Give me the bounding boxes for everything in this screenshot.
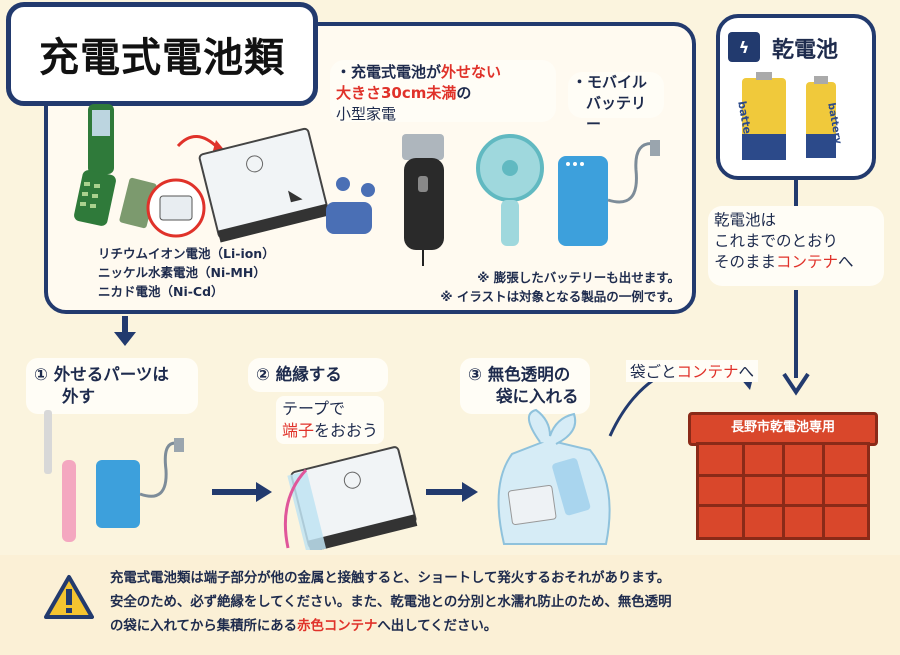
bagged-battery-icon	[507, 484, 557, 525]
battery-pack-icon	[198, 127, 330, 243]
top-illustrations	[74, 104, 660, 266]
dry-note-line2: これまでのとおり	[714, 232, 839, 250]
bagged-mobile-battery-icon	[552, 458, 591, 516]
battery-type-li-ion: リチウムイオン電池（Li-ion）	[98, 246, 275, 261]
d-cell-battery-icon	[742, 72, 786, 160]
step-2-illustration	[283, 446, 418, 550]
mobile-battery-line2: バッテリー	[586, 94, 647, 133]
bag-to-container-note: 袋ごとコンテナへ	[626, 360, 759, 382]
desc-line1-b: 外せない	[441, 63, 502, 81]
desc-line2-a: 大きさ30cm未満	[336, 84, 457, 102]
step1-mobile-battery-icon	[96, 460, 140, 528]
mobile-battery-line1: ・モバイル	[572, 73, 648, 91]
dry-battery-note: 乾電池は これまでのとおり そのままコンテナへ	[708, 206, 884, 286]
battery-type-list: リチウムイオン電池（Li-ion） ニッケル水素電池（Ni-MH） ニカド電池（…	[98, 244, 275, 301]
desc-line3: 小型家電	[336, 105, 397, 123]
battery-type-ni-cd: ニカド電池（Ni-Cd）	[98, 284, 224, 299]
shaver-icon	[402, 134, 444, 266]
step-2-sub: テープで 端子をおおう	[276, 396, 385, 444]
step-2-label: ② 絶縁する	[248, 358, 388, 392]
earphones-icon	[326, 177, 375, 234]
phone-back-icon	[119, 177, 157, 229]
bullet: ・	[336, 63, 352, 81]
page-title: 充電式電池類	[6, 2, 318, 106]
step-1-label: ① 外せるパーツは 外す	[26, 358, 198, 414]
small-battery-icon	[159, 195, 193, 221]
mobile-battery-icon	[558, 140, 660, 246]
step-3-label: ③ 無色透明の 袋に入れる	[460, 358, 590, 414]
tape-arrow-icon	[283, 468, 308, 549]
c-cell-battery-icon	[806, 76, 836, 158]
dry-note-line3: そのままコンテナへ	[714, 253, 854, 271]
arrow-down-container-icon	[782, 372, 810, 396]
curved-arrow-icon	[176, 135, 220, 150]
warning-area	[0, 555, 900, 655]
small-appliance-description: ・充電式電池が外せない 大きさ30cm未満の 小型家電	[330, 60, 556, 123]
arrow-right-2-icon	[426, 482, 478, 502]
red-collection-container: 長野市乾電池専用	[688, 412, 878, 540]
arrow-down-icon	[114, 332, 136, 346]
warning-text: 充電式電池類は端子部分が他の金属と接触すると、ショートして発火するおそれがありま…	[110, 567, 890, 639]
recycle-battery-icon: ϟ	[728, 32, 760, 62]
battery-type-ni-mh: ニッケル水素電池（Ni-MH）	[98, 265, 266, 280]
step-3-illustration	[497, 408, 611, 545]
warning-line1: 充電式電池類は端子部分が他の金属と接触すると、ショートして発火するおそれがありま…	[110, 571, 671, 586]
container-label: 長野市乾電池専用	[708, 418, 858, 438]
warning-line2: 安全のため、必ず絶縁をしてください。また、乾電池との分別と水濡れ防止のため、無色…	[110, 595, 672, 610]
desc-line2-b: の	[456, 84, 472, 102]
desc-line1-a: 充電式電池が	[351, 63, 442, 81]
dry-note-line1: 乾電池は	[714, 211, 777, 229]
warning-line3: の袋に入れてから集積所にある赤色コンテナへ出してください。	[110, 619, 498, 634]
dry-battery-title: 乾電池	[772, 38, 839, 63]
toothbrush-body-icon	[62, 460, 76, 542]
handy-fan-icon	[476, 134, 544, 246]
toothbrush-head-icon	[44, 410, 52, 474]
step-1-illustration	[44, 410, 184, 542]
arrow-right-1-icon	[212, 482, 272, 502]
flip-phone-icon	[74, 104, 116, 226]
panel-notes: ※ 膨張したバッテリーも出せます。 ※ イラストは対象となる製品の一例です。	[398, 268, 680, 306]
note-illustration: ※ イラストは対象となる製品の一例です。	[440, 289, 680, 304]
dry-batteries-illustration	[742, 72, 836, 160]
warning-icon	[44, 575, 94, 619]
mobile-battery-label: ・モバイル バッテリー	[568, 72, 664, 133]
note-swollen-battery: ※ 膨張したバッテリーも出せます。	[477, 270, 680, 285]
tape-icon	[287, 470, 327, 550]
